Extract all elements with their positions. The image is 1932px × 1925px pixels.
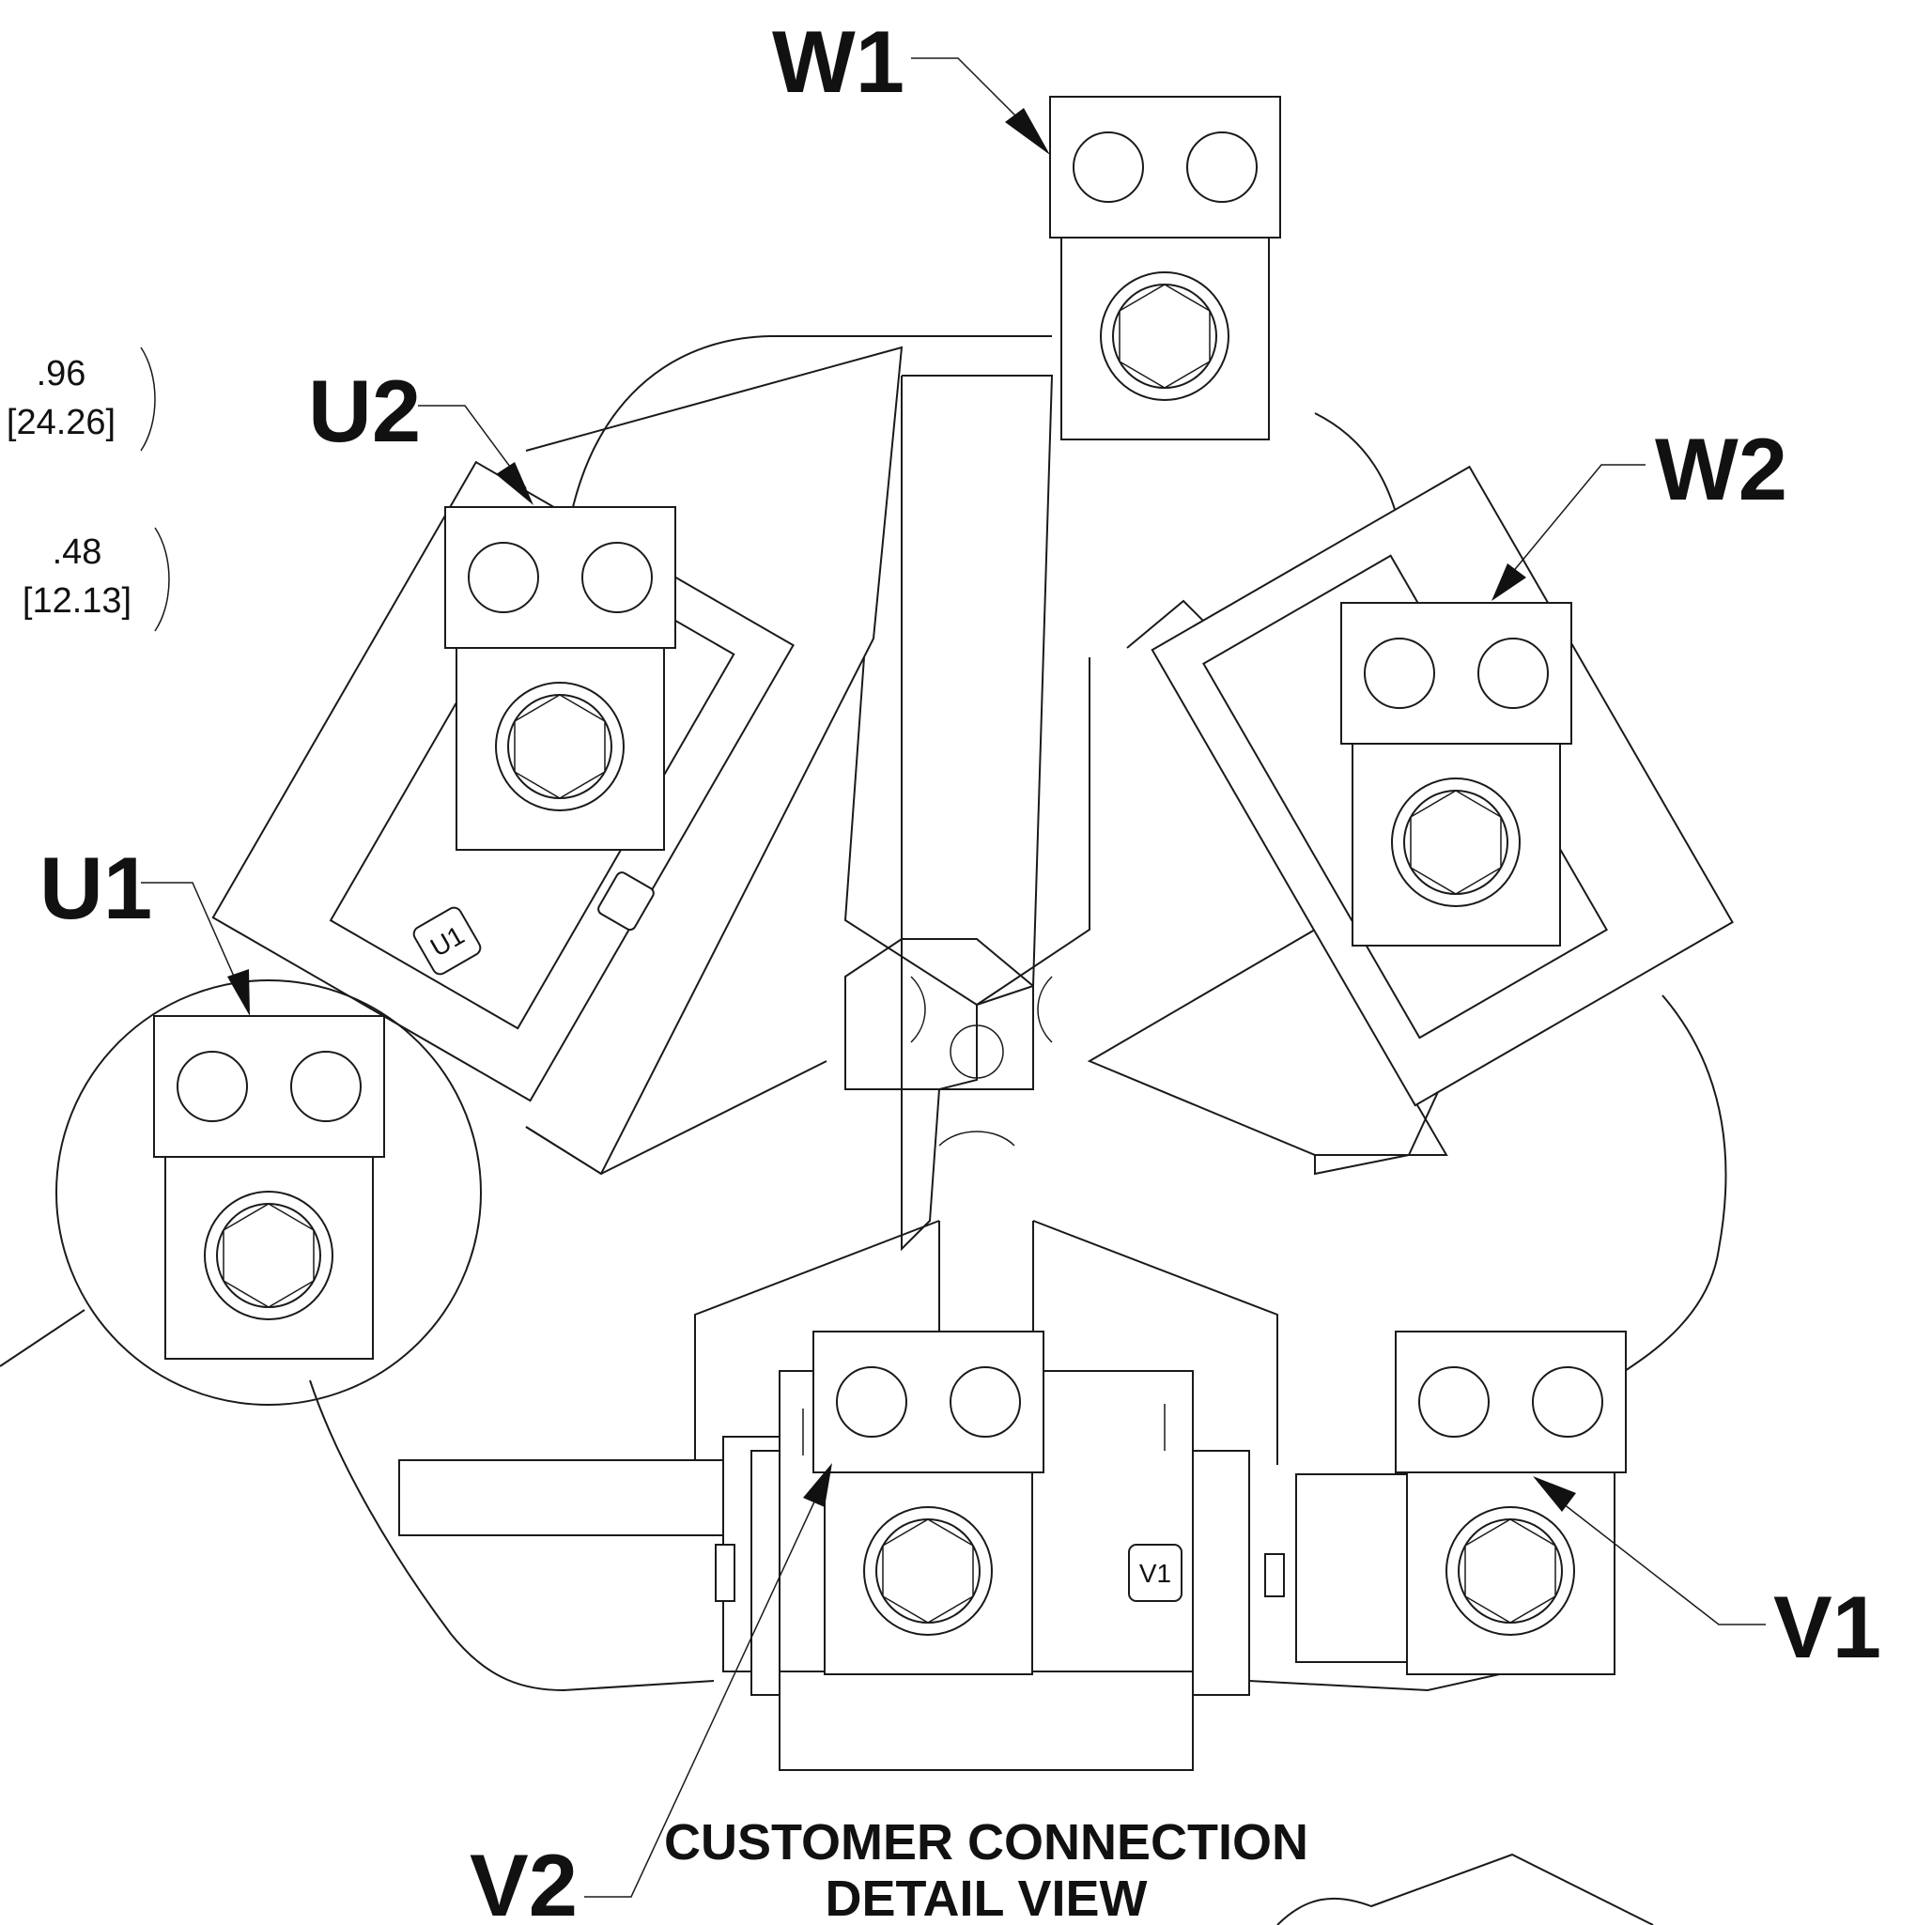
label-w2: W2 <box>1655 420 1787 518</box>
detail-circle <box>55 979 482 1406</box>
lug-v1 <box>1395 1331 1627 1675</box>
dimension-1: .96 [24.26] <box>7 346 156 452</box>
lug-u2 <box>444 506 676 851</box>
svg-text:[12.13]: [12.13] <box>23 581 131 621</box>
svg-text:.48: .48 <box>53 532 102 572</box>
adjacent-view-outline <box>1276 1853 1654 1925</box>
label-v1: V1 <box>1773 1578 1881 1676</box>
svg-text:[24.26]: [24.26] <box>7 403 116 442</box>
svg-text:V1: V1 <box>1139 1559 1171 1588</box>
lug-u1 <box>153 1015 385 1360</box>
label-v2: V2 <box>470 1836 578 1925</box>
detail-leader <box>0 1309 85 1367</box>
caption-line-2: DETAIL VIEW <box>825 1871 1147 1925</box>
lug-v2 <box>812 1331 1044 1675</box>
label-w1: W1 <box>772 12 904 111</box>
label-u1: U1 <box>39 839 152 937</box>
caption-line-1: CUSTOMER CONNECTION <box>664 1814 1308 1871</box>
lug-w1 <box>1049 96 1281 440</box>
dimension-2: .48 [12.13] <box>23 527 170 632</box>
label-u2: U2 <box>308 362 421 460</box>
u1-tag: U1 <box>412 906 482 976</box>
leaders <box>141 57 1766 1898</box>
svg-text:.96: .96 <box>37 354 86 393</box>
v1-tag: V1 <box>1128 1544 1182 1602</box>
lug-w2 <box>1340 602 1572 947</box>
